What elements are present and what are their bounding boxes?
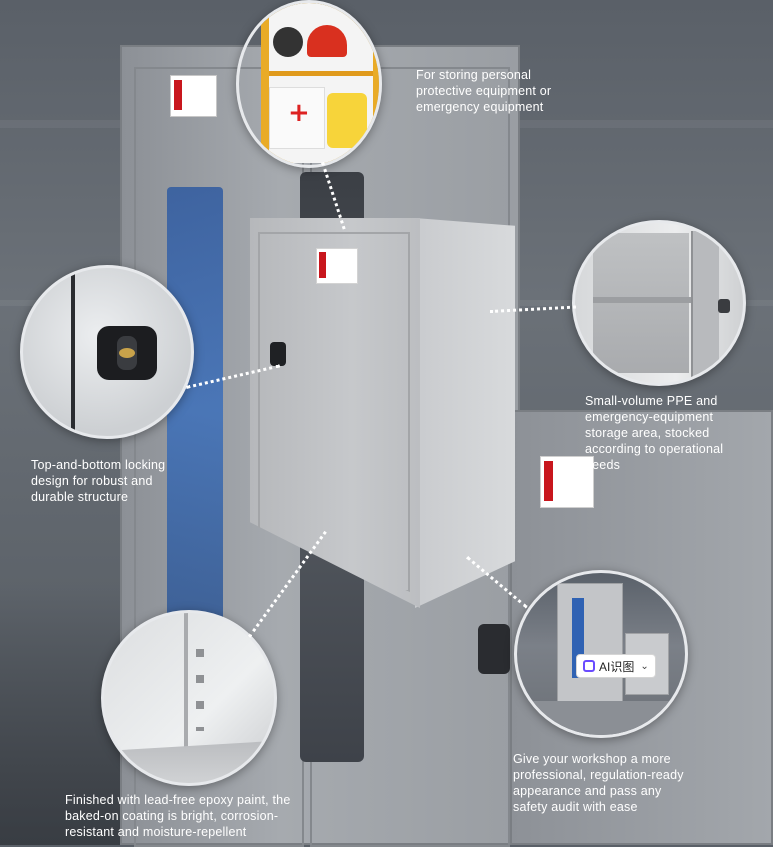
cabinet-open-door	[691, 231, 719, 381]
safety-vest	[327, 93, 367, 148]
cabinet-handle	[478, 624, 510, 674]
door-seam	[71, 268, 75, 436]
chevron-down-icon: ⌄	[640, 660, 649, 672]
door-knob	[718, 299, 730, 313]
cabinet-inner-floor	[104, 741, 274, 783]
sysbel-logo-label	[170, 75, 217, 117]
cabinet-shelf	[269, 71, 373, 76]
caption-small-volume: Small-volume PPE and emergency-equipment…	[585, 394, 724, 472]
sysbel-logo-sticker	[316, 248, 358, 284]
workshop-floor	[517, 701, 685, 735]
caption-ppe-storage: For storing personal protective equipmen…	[416, 68, 552, 114]
ai-image-recognition-button[interactable]: AI识图 ⌄	[576, 654, 656, 678]
cabinet-door	[258, 232, 410, 592]
caption-workshop: Give your workshop a more professional, …	[513, 752, 684, 814]
wall-mounted-ppe-cabinet	[250, 218, 515, 608]
detail-circle-interior-shelf	[572, 220, 746, 386]
ai-chip-label: AI识图	[599, 659, 635, 674]
sysbel-logo-label	[540, 456, 594, 508]
caption-coating: Finished with lead-free epoxy paint, the…	[65, 793, 291, 839]
caption-locking: Top-and-bottom locking design for robust…	[31, 458, 166, 504]
cabinet-interior	[593, 233, 689, 373]
detail-circle-coating	[101, 610, 277, 786]
workshop-tall-cabinet	[557, 583, 623, 705]
ai-recognize-icon	[583, 660, 595, 672]
respirator-mask	[273, 27, 303, 57]
cabinet-latch	[270, 342, 286, 366]
detail-circle-interior-ppe	[236, 0, 382, 168]
cabinet-lock-handle	[97, 326, 157, 380]
shelf-adjust-holes	[196, 631, 204, 731]
safety-helmet	[307, 25, 347, 57]
cabinet-inner-corner	[184, 613, 188, 747]
cabinet-shelf	[593, 297, 693, 303]
first-aid-kit	[269, 87, 325, 149]
detail-circle-lock	[20, 265, 194, 439]
cabinet-side-panel	[415, 218, 515, 608]
